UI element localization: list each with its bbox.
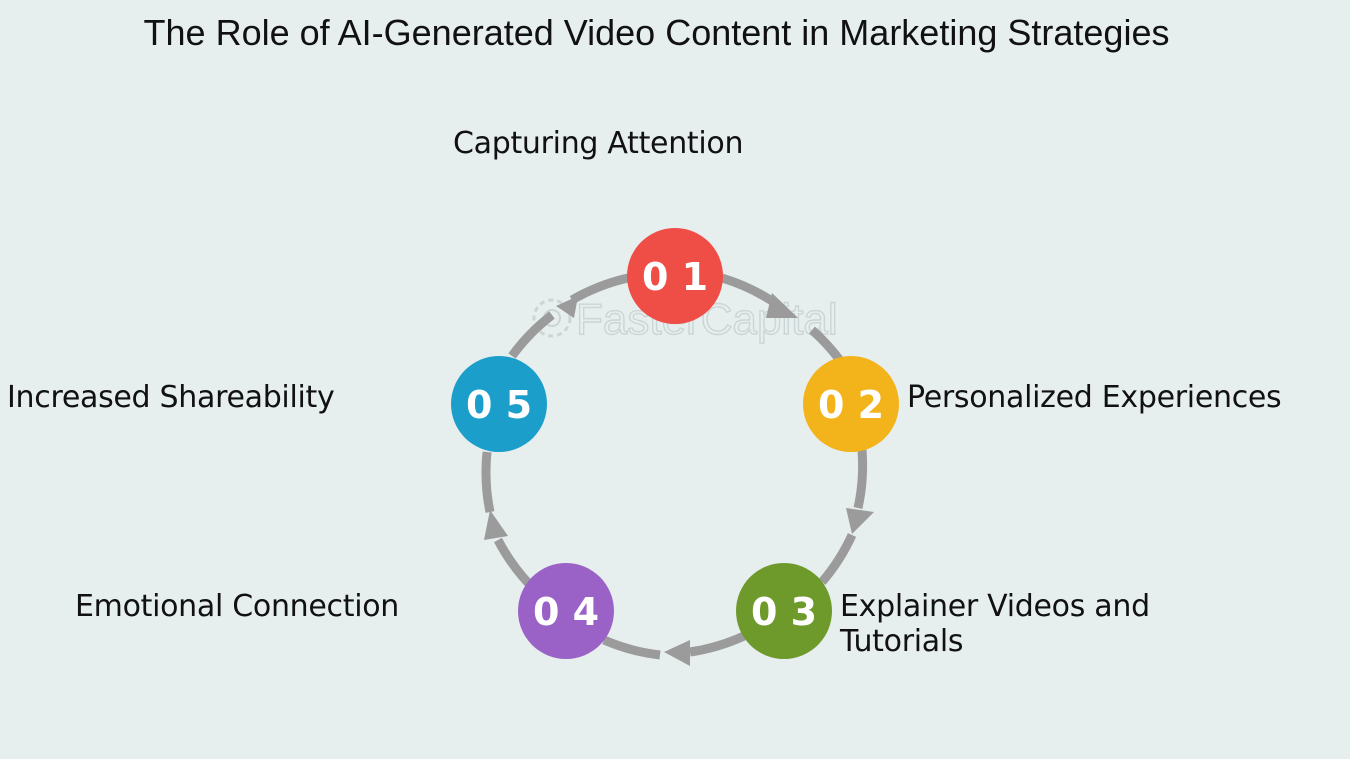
arrow-heads (484, 293, 874, 666)
step-01-label: Capturing Attention (453, 126, 744, 161)
step-circle-02: 0 2 (803, 356, 899, 452)
step-05-dot (451, 356, 547, 452)
arrow-02-to-03-cont (818, 533, 857, 585)
arrow-05-to-01 (508, 311, 555, 359)
arrowhead-05 (484, 510, 508, 540)
arrow-03-to-04-cont (602, 635, 661, 660)
step-01-number: 0 1 (642, 255, 708, 299)
step-02-label: Personalized Experiences (907, 380, 1282, 415)
cycle-arrows (481, 273, 868, 660)
arrow-04-to-05 (494, 537, 534, 589)
step-03-number: 0 3 (751, 590, 817, 634)
step-04-label: Emotional Connection (75, 589, 400, 624)
arrow-03-to-04 (689, 631, 746, 657)
step-04-dot (518, 563, 614, 659)
step-02-dot (803, 356, 899, 452)
arrow-02-to-03 (853, 449, 868, 509)
arrowhead-04 (664, 640, 690, 666)
step-circle-05: 0 5 (451, 356, 547, 452)
step-03-label: Explainer Videos and Tutorials (840, 589, 1150, 659)
step-03-dot (736, 563, 832, 659)
step-05-label: Increased Shareability (7, 380, 335, 415)
step-05-number: 0 5 (466, 383, 532, 427)
step-circle-01: 0 1 (627, 228, 723, 324)
arrowhead-01 (556, 296, 578, 318)
step-04-number: 0 4 (533, 590, 599, 634)
arrow-04-to-05-cont (481, 451, 495, 513)
diagram-title: The Role of AI-Generated Video Content i… (143, 12, 1170, 53)
step-02-number: 0 2 (818, 383, 884, 427)
step-circle-03: 0 3 (736, 563, 832, 659)
step-circle-04: 0 4 (518, 563, 614, 659)
arrowhead-03 (846, 508, 874, 534)
step-01-dot (627, 228, 723, 324)
arrowhead-02 (766, 293, 798, 318)
